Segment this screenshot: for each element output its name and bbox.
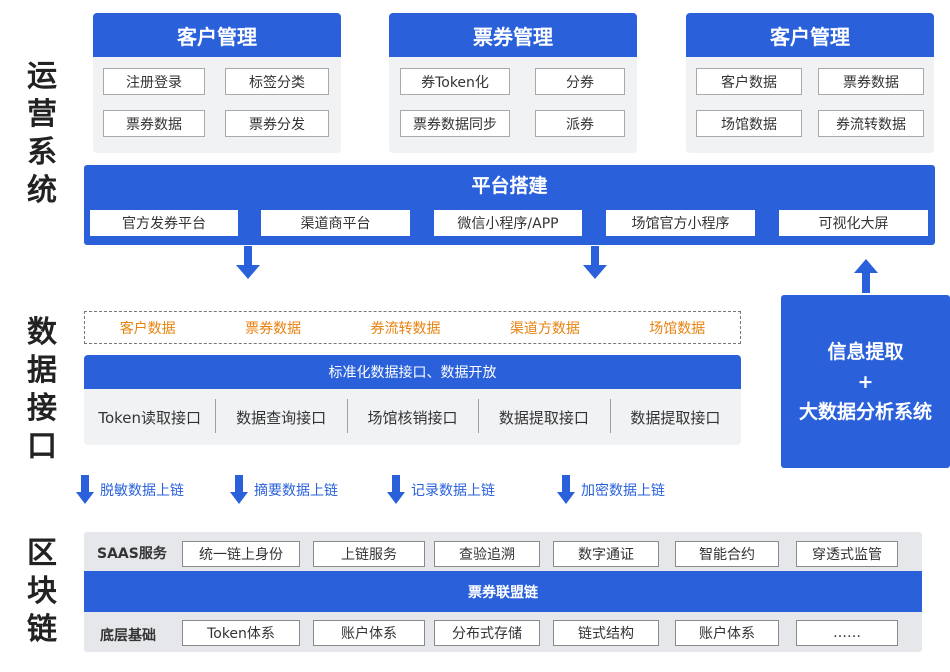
arrow-down-icon — [230, 475, 248, 505]
data-type: 场馆数据 — [649, 320, 706, 337]
saas-item: 智能合约 — [675, 541, 779, 567]
platform-item: 官方发券平台 — [90, 210, 238, 236]
module-chip: 票券数据 — [818, 68, 924, 95]
module-customer-management: 客户管理 注册登录 标签分类 票券数据 票券分发 — [93, 13, 341, 153]
module-title: 票券管理 — [389, 13, 637, 57]
blockchain-label: 区 块 链 — [22, 535, 62, 649]
platform-banner: 平台搭建 官方发券平台 渠道商平台 微信小程序/APP 场馆官方小程序 可视化大… — [84, 165, 935, 245]
module-chip: 票券数据 — [103, 110, 205, 137]
module-chip: 客户数据 — [696, 68, 802, 95]
data-type: 票券数据 — [245, 320, 302, 337]
chain-step: 加密数据上链 — [557, 475, 665, 505]
arrow-down-icon — [76, 475, 94, 505]
arrow-down-icon — [557, 475, 575, 505]
module-chip: 标签分类 — [225, 68, 329, 95]
chain-char: 区 — [27, 536, 57, 571]
chain-step-label: 摘要数据上链 — [254, 483, 338, 499]
saas-item: 统一链上身份 — [182, 541, 300, 567]
data-interface-label: 数 据 接 口 — [22, 314, 62, 466]
data-char: 数 — [27, 315, 57, 350]
interface-list: Token读取接口 数据查询接口 场馆核销接口 数据提取接口 数据提取接口 — [84, 389, 741, 445]
interface-item: 场馆核销接口 — [346, 398, 478, 433]
module-chip: 券Token化 — [400, 68, 510, 95]
chain-char: 链 — [27, 612, 57, 647]
platform-title: 平台搭建 — [471, 175, 548, 197]
saas-label: SAAS服务 — [97, 546, 167, 562]
platform-item: 微信小程序/APP — [434, 210, 582, 236]
arrow-down-icon — [583, 246, 607, 280]
interface-title: 标准化数据接口、数据开放 — [84, 355, 741, 389]
ticket-alliance-chain: 票券联盟链 — [84, 571, 922, 612]
chain-step-label: 记录数据上链 — [411, 483, 495, 499]
chain-step-label: 加密数据上链 — [581, 483, 665, 499]
ops-char: 营 — [27, 97, 57, 132]
arrow-up-icon — [854, 259, 878, 293]
base-item: 分布式存储 — [434, 620, 540, 646]
platform-item: 场馆官方小程序 — [606, 210, 755, 236]
info-plus: + — [857, 370, 874, 393]
module-title: 客户管理 — [93, 13, 341, 57]
chain-char: 块 — [27, 574, 57, 609]
data-types-row: 客户数据 票券数据 券流转数据 渠道方数据 场馆数据 — [84, 311, 741, 344]
ops-char: 运 — [27, 59, 57, 94]
base-item: …… — [796, 620, 898, 646]
ops-char: 统 — [27, 173, 57, 208]
arrow-down-icon — [387, 475, 405, 505]
module-chip: 派券 — [535, 110, 625, 137]
base-item: Token体系 — [182, 620, 300, 646]
module-chip: 注册登录 — [103, 68, 205, 95]
chain-step: 摘要数据上链 — [230, 475, 338, 505]
info-line2: 大数据分析系统 — [798, 400, 932, 423]
data-type: 券流转数据 — [370, 320, 441, 337]
base-item: 账户体系 — [675, 620, 779, 646]
saas-item: 上链服务 — [313, 541, 425, 567]
info-extraction-box: 信息提取 + 大数据分析系统 — [781, 295, 950, 468]
base-label: 底层基础 — [100, 628, 156, 644]
chain-step-label: 脱敏数据上链 — [100, 483, 184, 499]
module-chip: 票券分发 — [225, 110, 329, 137]
module-ticket-management: 票券管理 券Token化 分券 票券数据同步 派券 — [389, 13, 637, 153]
module-chip: 分券 — [535, 68, 625, 95]
interface-item: 数据查询接口 — [215, 398, 346, 433]
interface-item: Token读取接口 — [98, 408, 202, 427]
data-char: 口 — [27, 429, 57, 464]
interface-item: 数据提取接口 — [609, 398, 741, 433]
module-chip: 票券数据同步 — [400, 110, 510, 137]
base-item: 链式结构 — [553, 620, 659, 646]
ops-system-label: 运 营 系 统 — [22, 58, 62, 210]
ops-char: 系 — [27, 135, 57, 170]
module-chip: 场馆数据 — [696, 110, 802, 137]
module-customer-management-2: 客户管理 客户数据 票券数据 场馆数据 券流转数据 — [686, 13, 934, 153]
platform-item: 渠道商平台 — [261, 210, 410, 236]
module-chip: 券流转数据 — [818, 110, 924, 137]
data-type: 渠道方数据 — [509, 320, 580, 337]
info-line1: 信息提取 — [827, 340, 904, 363]
arrow-down-icon — [236, 246, 260, 280]
saas-item: 穿透式监管 — [796, 541, 898, 567]
saas-item: 查验追溯 — [434, 541, 540, 567]
module-title: 客户管理 — [686, 13, 934, 57]
platform-item: 可视化大屏 — [779, 210, 928, 236]
chain-step: 脱敏数据上链 — [76, 475, 184, 505]
interface-item: 数据提取接口 — [478, 398, 609, 433]
data-char: 接 — [27, 391, 57, 426]
data-type: 客户数据 — [119, 320, 176, 337]
saas-item: 数字通证 — [553, 541, 659, 567]
chain-step: 记录数据上链 — [387, 475, 495, 505]
base-item: 账户体系 — [313, 620, 425, 646]
data-char: 据 — [27, 353, 57, 388]
